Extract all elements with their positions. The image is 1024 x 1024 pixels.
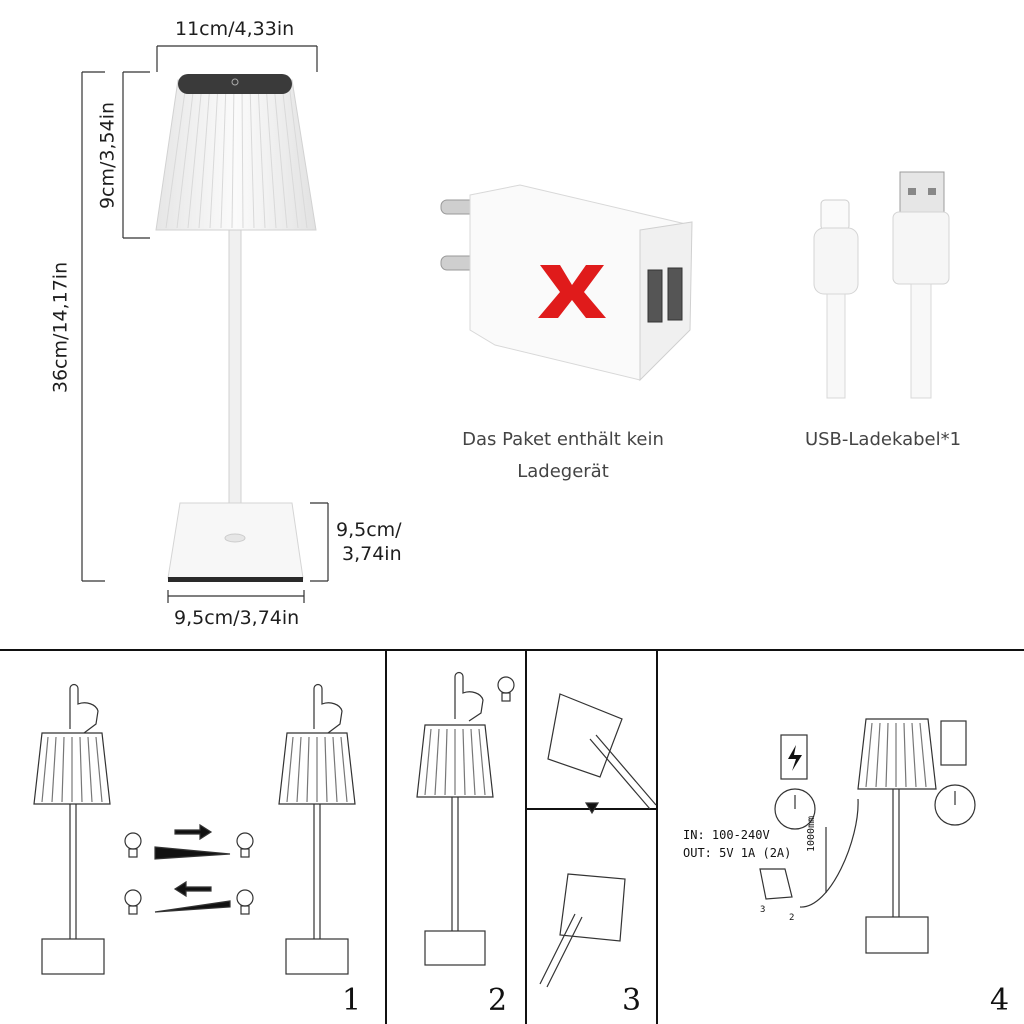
charging-input-spec: IN: 100-240V bbox=[683, 828, 770, 842]
panel-2-touch-on bbox=[416, 671, 515, 966]
usb-cable-illustration bbox=[813, 171, 950, 399]
charger-caption-line1: Das Paket enthält kein bbox=[462, 429, 664, 450]
dim-base-height-line1: 9,5cm/ bbox=[336, 519, 402, 541]
panel-number-3: 3 bbox=[622, 983, 642, 1018]
touch-hand-icon bbox=[454, 671, 484, 722]
step-3-label: 3 bbox=[760, 905, 766, 915]
panel-1-touch-dimming bbox=[33, 683, 356, 975]
battery-charging-icon bbox=[780, 734, 808, 780]
lamp-product-illustration bbox=[81, 45, 950, 603]
bulb-icon bbox=[497, 676, 515, 694]
charging-output-spec: OUT: 5V 1A (2A) bbox=[683, 846, 792, 860]
dim-base-height-line2: 3,74in bbox=[342, 543, 402, 565]
panel-number-4: 4 bbox=[990, 983, 1010, 1018]
dim-shade-height: 9cm/3,54in bbox=[96, 101, 119, 210]
charger-caption: Das Paket enthält kein Ladegerät bbox=[440, 424, 686, 488]
step-2-label: 2 bbox=[789, 913, 795, 923]
brightness-down-row bbox=[124, 880, 254, 915]
panel-4-charging bbox=[759, 718, 976, 954]
panel-3-remove-shade bbox=[539, 693, 657, 988]
clock-icon bbox=[774, 788, 816, 830]
instruction-panels bbox=[0, 649, 1024, 1024]
touch-hand-icon bbox=[69, 683, 99, 734]
dim-total-height: 36cm/14,17in bbox=[49, 261, 72, 394]
brightness-up-row bbox=[124, 823, 254, 860]
dim-top-width: 11cm/4,33in bbox=[175, 18, 295, 40]
touch-hand-icon bbox=[313, 683, 343, 734]
cable-length-label: 1000mm bbox=[806, 815, 817, 852]
panel-number-1: 1 bbox=[342, 983, 362, 1018]
wall-charger-illustration bbox=[440, 184, 693, 382]
dim-base-width: 9,5cm/3,74in bbox=[174, 607, 300, 629]
cable-caption: USB-Ladekabel*1 bbox=[804, 429, 962, 450]
battery-empty-icon bbox=[940, 720, 967, 766]
clock-icon bbox=[934, 784, 976, 826]
panel-number-2: 2 bbox=[488, 983, 508, 1018]
charger-caption-line2: Ladegerät bbox=[517, 461, 609, 482]
